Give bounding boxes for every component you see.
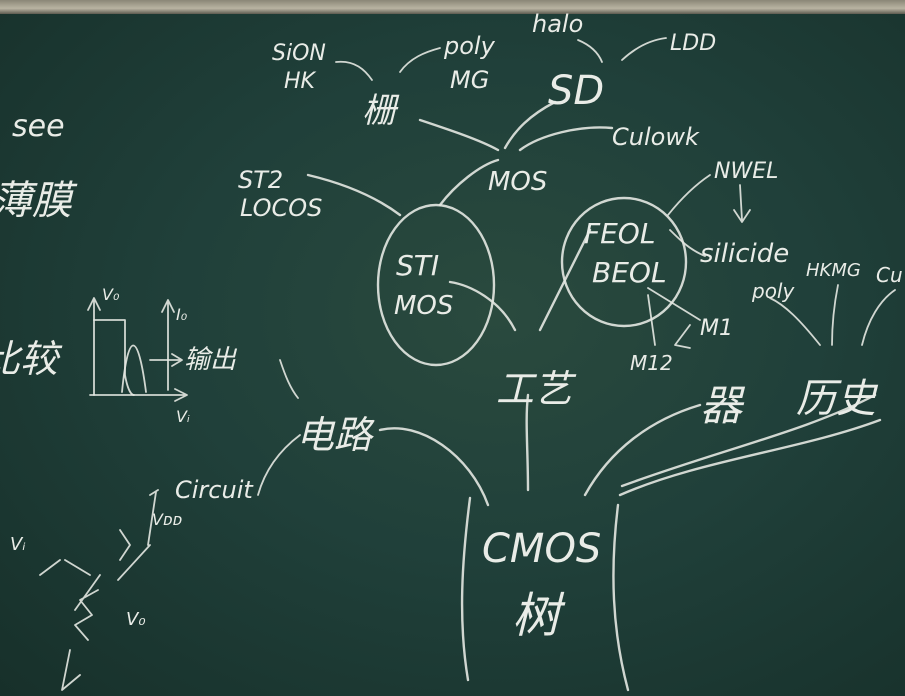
history-branch-c: [861, 289, 896, 346]
mos-to-gate-line: [418, 118, 500, 152]
poly-line: [399, 47, 441, 73]
sti2-label: ST2: [238, 166, 283, 194]
board-frame: [0, 0, 905, 14]
halo-line: [577, 39, 603, 63]
output-arrow: [149, 353, 183, 367]
sion-line: [335, 60, 373, 81]
locos-label: LOCOS: [240, 194, 322, 222]
feol-label: FEOL: [584, 217, 655, 250]
feol-to-silicide-line: [669, 229, 706, 257]
history-branch-a: [769, 297, 821, 346]
ldd-label: LDD: [670, 31, 716, 56]
mos-to-culowk-line: [518, 126, 614, 152]
process-to-sti: [448, 280, 517, 332]
sti-circle-line2: MOS: [394, 291, 453, 321]
m12-arrow: [647, 294, 691, 349]
cu-label: Cu: [876, 263, 903, 287]
history-branch-b: [831, 284, 839, 346]
branch-to-process: [525, 393, 530, 492]
device-branch-label: 器: [700, 381, 746, 430]
ldd-line: [621, 37, 667, 61]
vi-schematic-label: Vᵢ: [10, 534, 26, 555]
vi-graph-label: Vᵢ: [176, 407, 190, 426]
history-upper-line: [620, 393, 877, 488]
circuit-left-line: [279, 359, 299, 399]
inverter-schematic: [39, 489, 159, 691]
feol-to-nwel-line: [667, 174, 711, 216]
transfer-curve: [93, 319, 135, 396]
sion-label: SiON: [272, 41, 326, 66]
mos-label: MOS: [488, 167, 547, 197]
left-see-label: see: [12, 109, 65, 144]
history-branch-label: 历史: [796, 376, 879, 422]
poly-small-label: poly: [751, 279, 795, 303]
vo-axis: [87, 297, 101, 396]
process-to-feol: [538, 228, 592, 332]
mos-to-sti-line: [438, 158, 500, 207]
silicide-label: silicide: [700, 239, 789, 269]
culowk-label: Culowk: [612, 123, 700, 151]
cmos-label: CMOS: [482, 526, 601, 572]
branch-to-history: [618, 418, 882, 497]
m1-label: M1: [700, 316, 733, 341]
trunk-right-line: [612, 503, 630, 692]
branch-to-circuit: [378, 427, 490, 507]
sti-mos-circle: [376, 203, 496, 367]
mos-to-sd-line: [503, 100, 557, 150]
nwel-arrow: [733, 184, 751, 223]
vo-graph-label: V₀: [102, 285, 120, 304]
halo-label: halo: [532, 10, 583, 38]
left-film-label: 薄膜: [0, 178, 78, 224]
sti-circle-line1: STI: [396, 249, 439, 282]
feol-beol-circle: [560, 196, 688, 328]
branch-to-device: [583, 403, 702, 497]
vi-axis: [89, 388, 188, 402]
mg-label: MG: [450, 66, 489, 94]
sd-label: SD: [548, 68, 604, 114]
hkmg-label: HKMG: [806, 260, 861, 281]
io-axis: [161, 299, 175, 391]
beol-label: BEOL: [592, 256, 667, 289]
vdd-label: Vᴅᴅ: [152, 510, 183, 529]
poly-label: poly: [443, 32, 496, 60]
vo-schematic-label: V₀: [126, 609, 146, 630]
hk-label: HK: [284, 69, 317, 94]
output-label: 输出: [184, 345, 238, 375]
m12-label: M12: [630, 351, 673, 375]
circuit-branch-label: 电路: [296, 413, 375, 457]
gate-label: 栅: [362, 91, 400, 131]
trunk-left-line: [460, 496, 472, 682]
nwel-label: NWEL: [714, 159, 778, 184]
left-partial-label: 比较: [0, 337, 63, 381]
m1-arrow: [647, 287, 701, 321]
circuit-branch-line: [257, 434, 301, 496]
process-branch-label: 工艺: [496, 367, 577, 411]
io-graph-label: I₀: [176, 305, 188, 324]
sti2-line: [306, 173, 402, 217]
circuit-label: Circuit: [175, 476, 254, 504]
tree-label: 树: [512, 588, 566, 644]
current-curve: [121, 344, 147, 393]
